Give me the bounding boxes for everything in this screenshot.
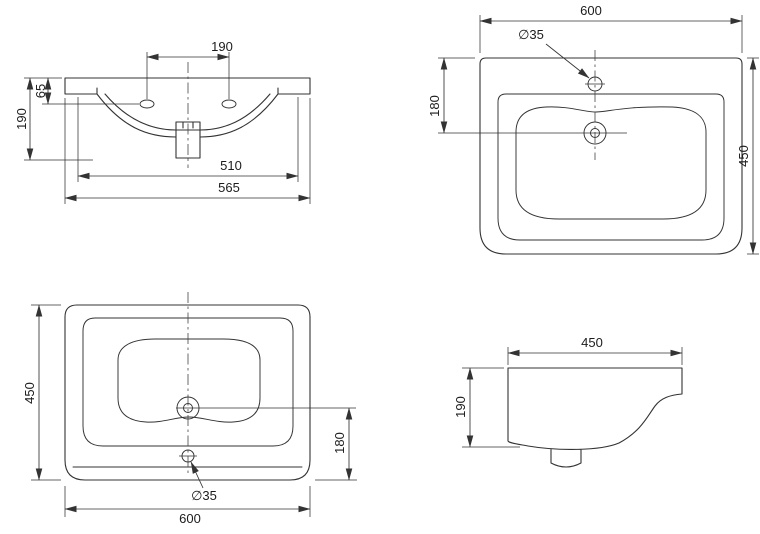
dim-side-height: 190 [453, 396, 468, 418]
side-elevation-view: 450 190 [453, 335, 683, 468]
plan-outer-rim [479, 57, 743, 255]
bottom-hole-leader-line [190, 461, 204, 489]
dim-plan-width: 600 [580, 3, 602, 18]
dim-front-height: 190 [14, 108, 29, 130]
bottom-plan-view: 450 180 ∅35 600 [22, 292, 357, 526]
plan-basin-opening [497, 93, 725, 241]
dim-front-hole-spacing: 190 [211, 39, 233, 54]
front-sink-outline [64, 77, 311, 159]
dim-front-inner-width: 510 [220, 158, 242, 173]
plan-bowl-bottom [515, 106, 707, 220]
dim-front-overall-width: 565 [218, 180, 240, 195]
bottom-basin-opening [82, 317, 294, 447]
dim-side-depth: 450 [581, 335, 603, 350]
bottom-extension-lines [31, 304, 357, 517]
side-extension-lines [462, 347, 683, 448]
plan-extension-lines [438, 15, 759, 255]
faucet-hole-right [221, 99, 237, 109]
dim-bottom-drain-setback: 180 [332, 432, 347, 454]
dim-front-rim-to-hole: 65 [33, 84, 48, 98]
front-elevation-view: 190 65 190 510 565 [14, 39, 311, 204]
plan-view: 600 ∅35 180 450 [427, 3, 759, 255]
front-extension-lines [24, 52, 311, 204]
dim-plan-depth: 450 [736, 145, 751, 167]
label-plan-hole-diameter: ∅35 [518, 27, 544, 42]
side-dimensions: 450 190 [453, 335, 683, 448]
front-dimensions: 190 65 190 510 565 [14, 39, 311, 204]
dim-bottom-depth: 450 [22, 382, 37, 404]
bottom-dimensions: 450 180 ∅35 600 [22, 304, 357, 526]
dim-bottom-width: 600 [179, 511, 201, 526]
side-profile-outline [507, 367, 683, 468]
label-bottom-hole-diameter: ∅35 [191, 488, 217, 503]
plan-hole-leader-line [545, 43, 590, 79]
plan-dimensions: 600 ∅35 180 450 [427, 3, 759, 255]
bottom-bowl-bottom [117, 338, 261, 423]
faucet-hole-left [139, 99, 155, 109]
bottom-outer-rim [64, 304, 311, 481]
dim-plan-drain-setback: 180 [427, 95, 442, 117]
